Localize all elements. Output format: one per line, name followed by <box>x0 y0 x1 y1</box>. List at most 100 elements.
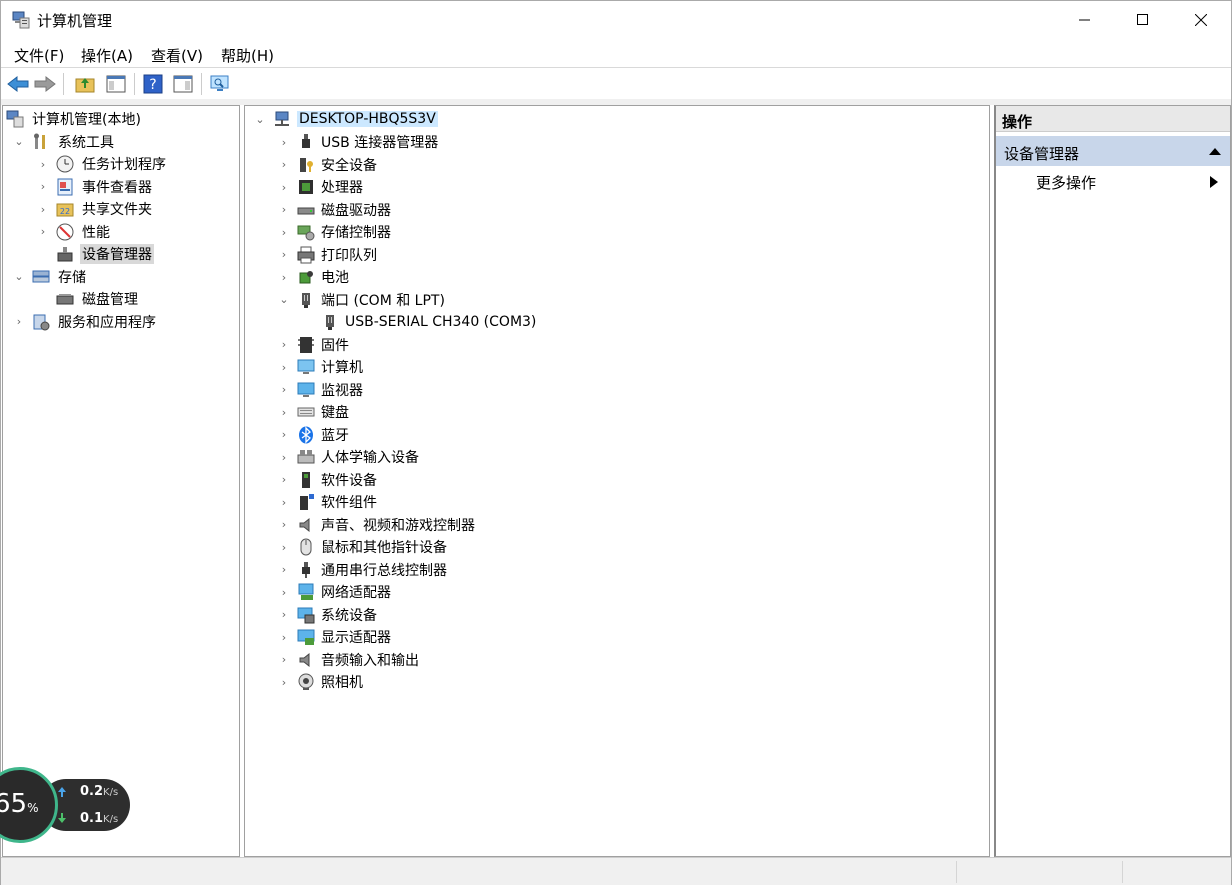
chevron-right-icon[interactable]: › <box>281 270 287 284</box>
chevron-blank[interactable] <box>301 315 315 329</box>
maximize-button[interactable] <box>1114 1 1172 39</box>
chevron-right-icon[interactable]: › <box>281 225 287 239</box>
chevron-right-icon[interactable]: › <box>281 180 287 194</box>
forward-button[interactable] <box>33 72 57 96</box>
device-category[interactable]: ›处理器 <box>277 176 363 198</box>
network-monitor-widget[interactable]: 65% 0.2K/s 0.1K/s <box>0 767 131 845</box>
device-label: 安全设备 <box>321 157 377 174</box>
show-hide-tree-button[interactable] <box>104 72 128 96</box>
scan-hardware-button[interactable] <box>208 72 232 96</box>
chevron-right-icon[interactable]: › <box>281 653 287 666</box>
tree-item[interactable]: ⌄存储 <box>12 266 88 288</box>
chevron-right-icon[interactable]: › <box>281 203 287 216</box>
chevron-right-icon[interactable]: › <box>281 338 287 351</box>
device-category[interactable]: ›存储控制器 <box>277 221 391 243</box>
minimize-button[interactable] <box>1056 1 1114 39</box>
tree-item[interactable]: 计算机管理(本地) <box>6 108 143 130</box>
device-category[interactable]: ›固件 <box>277 334 349 356</box>
shared-folder-icon: 22 <box>56 200 74 218</box>
device-category[interactable]: ›蓝牙 <box>277 424 349 446</box>
help-button[interactable]: ? <box>141 72 165 96</box>
device-category[interactable]: ›磁盘驱动器 <box>277 199 391 221</box>
menu-view[interactable]: 查看(V) <box>151 47 203 65</box>
device-category[interactable]: ›监视器 <box>277 379 363 401</box>
chevron-right-icon[interactable]: › <box>281 585 287 599</box>
chevron-right-icon[interactable]: › <box>281 675 287 689</box>
chevron-right-icon[interactable]: › <box>281 473 287 486</box>
menu-action[interactable]: 操作(A) <box>81 47 133 65</box>
device-manager-action-section[interactable]: 设备管理器 <box>996 136 1230 166</box>
actions-header: 操作 <box>996 106 1230 132</box>
chevron-right-icon[interactable]: › <box>281 248 287 261</box>
more-actions-label: 更多操作 <box>1036 174 1097 192</box>
device-category[interactable]: › 安全设备 <box>277 154 377 176</box>
device-label: 音频输入和输出 <box>321 652 419 669</box>
chevron-down-icon[interactable]: ⌄ <box>255 112 265 126</box>
device-category[interactable]: ›通用串行总线控制器 <box>277 559 447 581</box>
menu-file[interactable]: 文件(F) <box>14 47 65 65</box>
device-category[interactable]: ›网络适配器 <box>277 581 391 603</box>
chevron-down-icon[interactable]: ⌄ <box>279 293 289 306</box>
tree-item[interactable]: 磁盘管理 <box>36 288 140 310</box>
device-category[interactable]: › 计算机 <box>277 356 363 378</box>
device-category[interactable]: ›鼠标和其他指针设备 <box>277 536 447 558</box>
chevron-right-icon[interactable]: › <box>281 540 287 554</box>
chevron-down-icon[interactable]: ⌄ <box>14 270 24 283</box>
tree-item[interactable]: 设备管理器 <box>36 243 154 265</box>
submenu-arrow-icon[interactable] <box>1210 176 1218 188</box>
device-category[interactable]: ›软件设备 <box>277 469 377 491</box>
device-category[interactable]: ›USB 连接器管理器 <box>277 131 438 153</box>
device-root-node[interactable]: ⌄ DESKTOP-HBQ5S3V <box>253 108 438 130</box>
chevron-right-icon[interactable]: › <box>40 157 46 171</box>
chevron-right-icon[interactable]: › <box>281 563 287 576</box>
computer-network-icon <box>273 110 291 128</box>
usb-icon <box>297 133 315 151</box>
chevron-right-icon[interactable]: › <box>281 495 287 509</box>
chevron-blank[interactable] <box>36 247 50 261</box>
audio-io-icon <box>297 651 315 669</box>
chevron-right-icon[interactable]: › <box>281 630 287 644</box>
tree-item[interactable]: ›性能 <box>36 221 112 243</box>
chevron-right-icon[interactable]: › <box>281 360 287 374</box>
device-category[interactable]: ›人体学输入设备 <box>277 446 419 468</box>
chevron-right-icon[interactable]: › <box>40 180 46 193</box>
device-category[interactable]: › 音频输入和输出 <box>277 649 419 671</box>
chevron-right-icon[interactable]: › <box>281 450 287 464</box>
show-hide-action-pane-button[interactable] <box>171 72 195 96</box>
chevron-blank[interactable] <box>36 292 50 306</box>
chevron-right-icon[interactable]: › <box>281 518 287 531</box>
up-level-button[interactable] <box>73 72 97 96</box>
device-category[interactable]: ›键盘 <box>277 401 349 423</box>
tree-item[interactable]: ›任务计划程序 <box>36 153 168 175</box>
tools-icon <box>32 133 50 151</box>
chevron-right-icon[interactable]: › <box>281 383 287 396</box>
device-category[interactable]: ›电池 <box>277 266 349 288</box>
more-actions-item[interactable]: 更多操作 <box>1036 172 1096 193</box>
chevron-right-icon[interactable]: › <box>40 202 46 216</box>
device-category[interactable]: ›系统设备 <box>277 604 377 626</box>
chevron-right-icon[interactable]: › <box>281 158 287 171</box>
device-category[interactable]: ›声音、视频和游戏控制器 <box>277 514 475 536</box>
chevron-down-icon[interactable]: ⌄ <box>14 135 24 148</box>
device-item[interactable]: USB-SERIAL CH340 (COM3) <box>301 311 536 333</box>
chevron-right-icon[interactable]: › <box>281 135 287 149</box>
tree-item[interactable]: ›服务和应用程序 <box>12 311 158 333</box>
tree-item[interactable]: ⌄系统工具 <box>12 131 116 153</box>
back-button[interactable] <box>6 72 30 96</box>
device-label: 计算机 <box>321 360 363 376</box>
close-button[interactable] <box>1172 1 1230 39</box>
collapse-up-icon[interactable] <box>1209 147 1221 155</box>
chevron-right-icon[interactable]: › <box>281 608 287 621</box>
device-category[interactable]: ›软件组件 <box>277 491 377 513</box>
menu-help[interactable]: 帮助(H) <box>221 47 274 65</box>
device-category[interactable]: ⌄端口 (COM 和 LPT) <box>277 289 445 311</box>
chevron-right-icon[interactable]: › <box>16 315 22 328</box>
device-category[interactable]: ›打印队列 <box>277 244 377 266</box>
chevron-right-icon[interactable]: › <box>281 405 287 419</box>
tree-item[interactable]: ›事件查看器 <box>36 176 154 198</box>
device-category[interactable]: ›显示适配器 <box>277 626 391 648</box>
chevron-right-icon[interactable]: › <box>40 225 46 238</box>
chevron-right-icon[interactable]: › <box>281 428 287 441</box>
device-category[interactable]: ›照相机 <box>277 671 363 693</box>
